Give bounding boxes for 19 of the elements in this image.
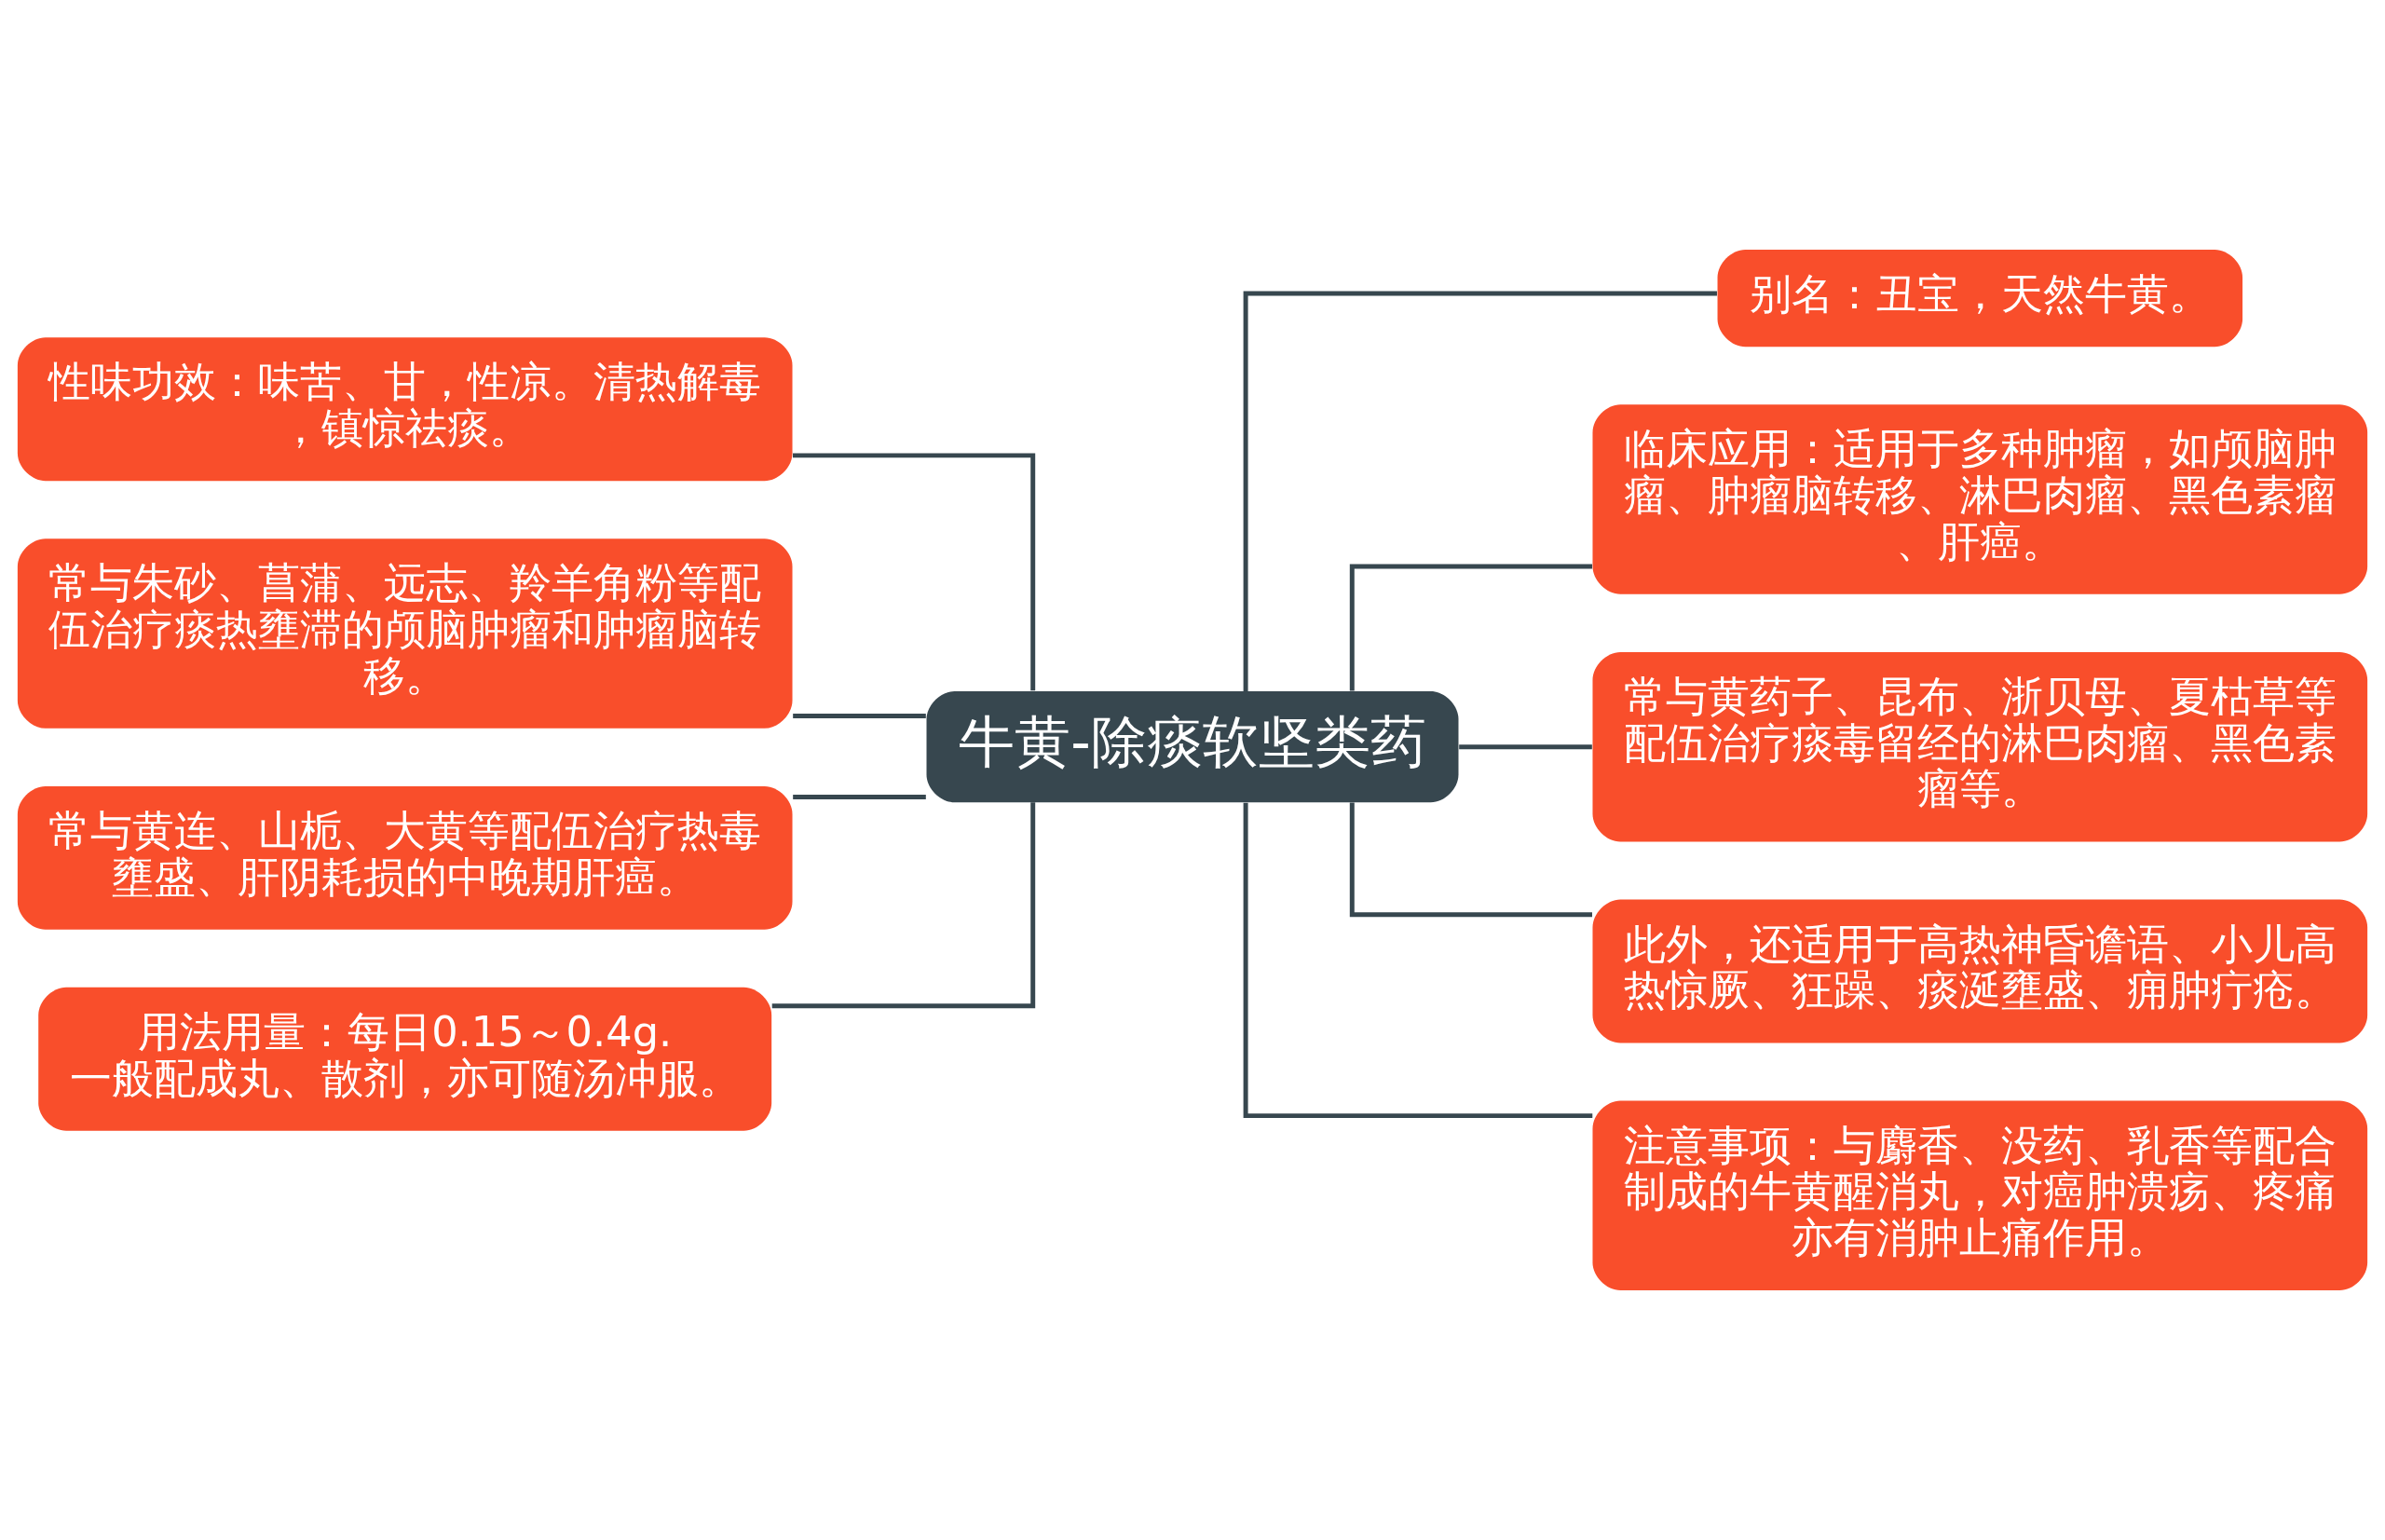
node-box: 临床应用：适用于多种肿瘤，如颅脑肿瘤、肿瘤脑转移、淋巴肉瘤、黑色素瘤、肝癌。	[1592, 404, 2368, 594]
node-box: 注意事项：与麝香、没药、乳香等配合制成的牛黄醒消丸，对癌肿溃疡、疼痛亦有消肿止痛作用。	[1592, 1100, 2368, 1291]
node-box: 此外，还适用于高热神昏谵语、小儿高热惊厥、狂躁、痰涎壅盛、痈肿疔疮。	[1592, 899, 2368, 1043]
node-box: 常与黄连、山栀、大黄等配伍治疗热毒壅盛、肝阴耗损的中晚期肝癌。	[17, 785, 793, 930]
connector	[1243, 802, 1593, 1119]
connector	[793, 714, 926, 719]
node-box: 性味功效：味苦、甘，性凉。清热解毒，镇惊祛痰。	[17, 337, 793, 482]
node-box: 别名：丑宝，天然牛黄。	[1717, 249, 2243, 348]
node-box: 常与黄药子、昆布、浙贝母、夏枯草等配伍治疗痰毒留经的淋巴肉瘤、黑色素瘤等。	[1592, 651, 2368, 842]
connector	[1243, 291, 1717, 691]
connector	[1349, 802, 1592, 918]
node-box: 牛黄-除痰软坚类药	[926, 691, 1459, 803]
connector	[793, 795, 926, 799]
node-box: 常与朱砂、菖蒲、远志、羚羊角粉等配伍治疗痰热壅滞的颅脑肿瘤和肿瘤脑转移。	[17, 538, 793, 729]
node-box: 用法用量：每日0.15～0.4g.一般配成丸、散剂，亦可随汤冲服。	[38, 987, 772, 1131]
connector	[1459, 744, 1592, 750]
connector	[1349, 564, 1592, 691]
connector	[771, 802, 1036, 1009]
connector	[793, 453, 1036, 691]
